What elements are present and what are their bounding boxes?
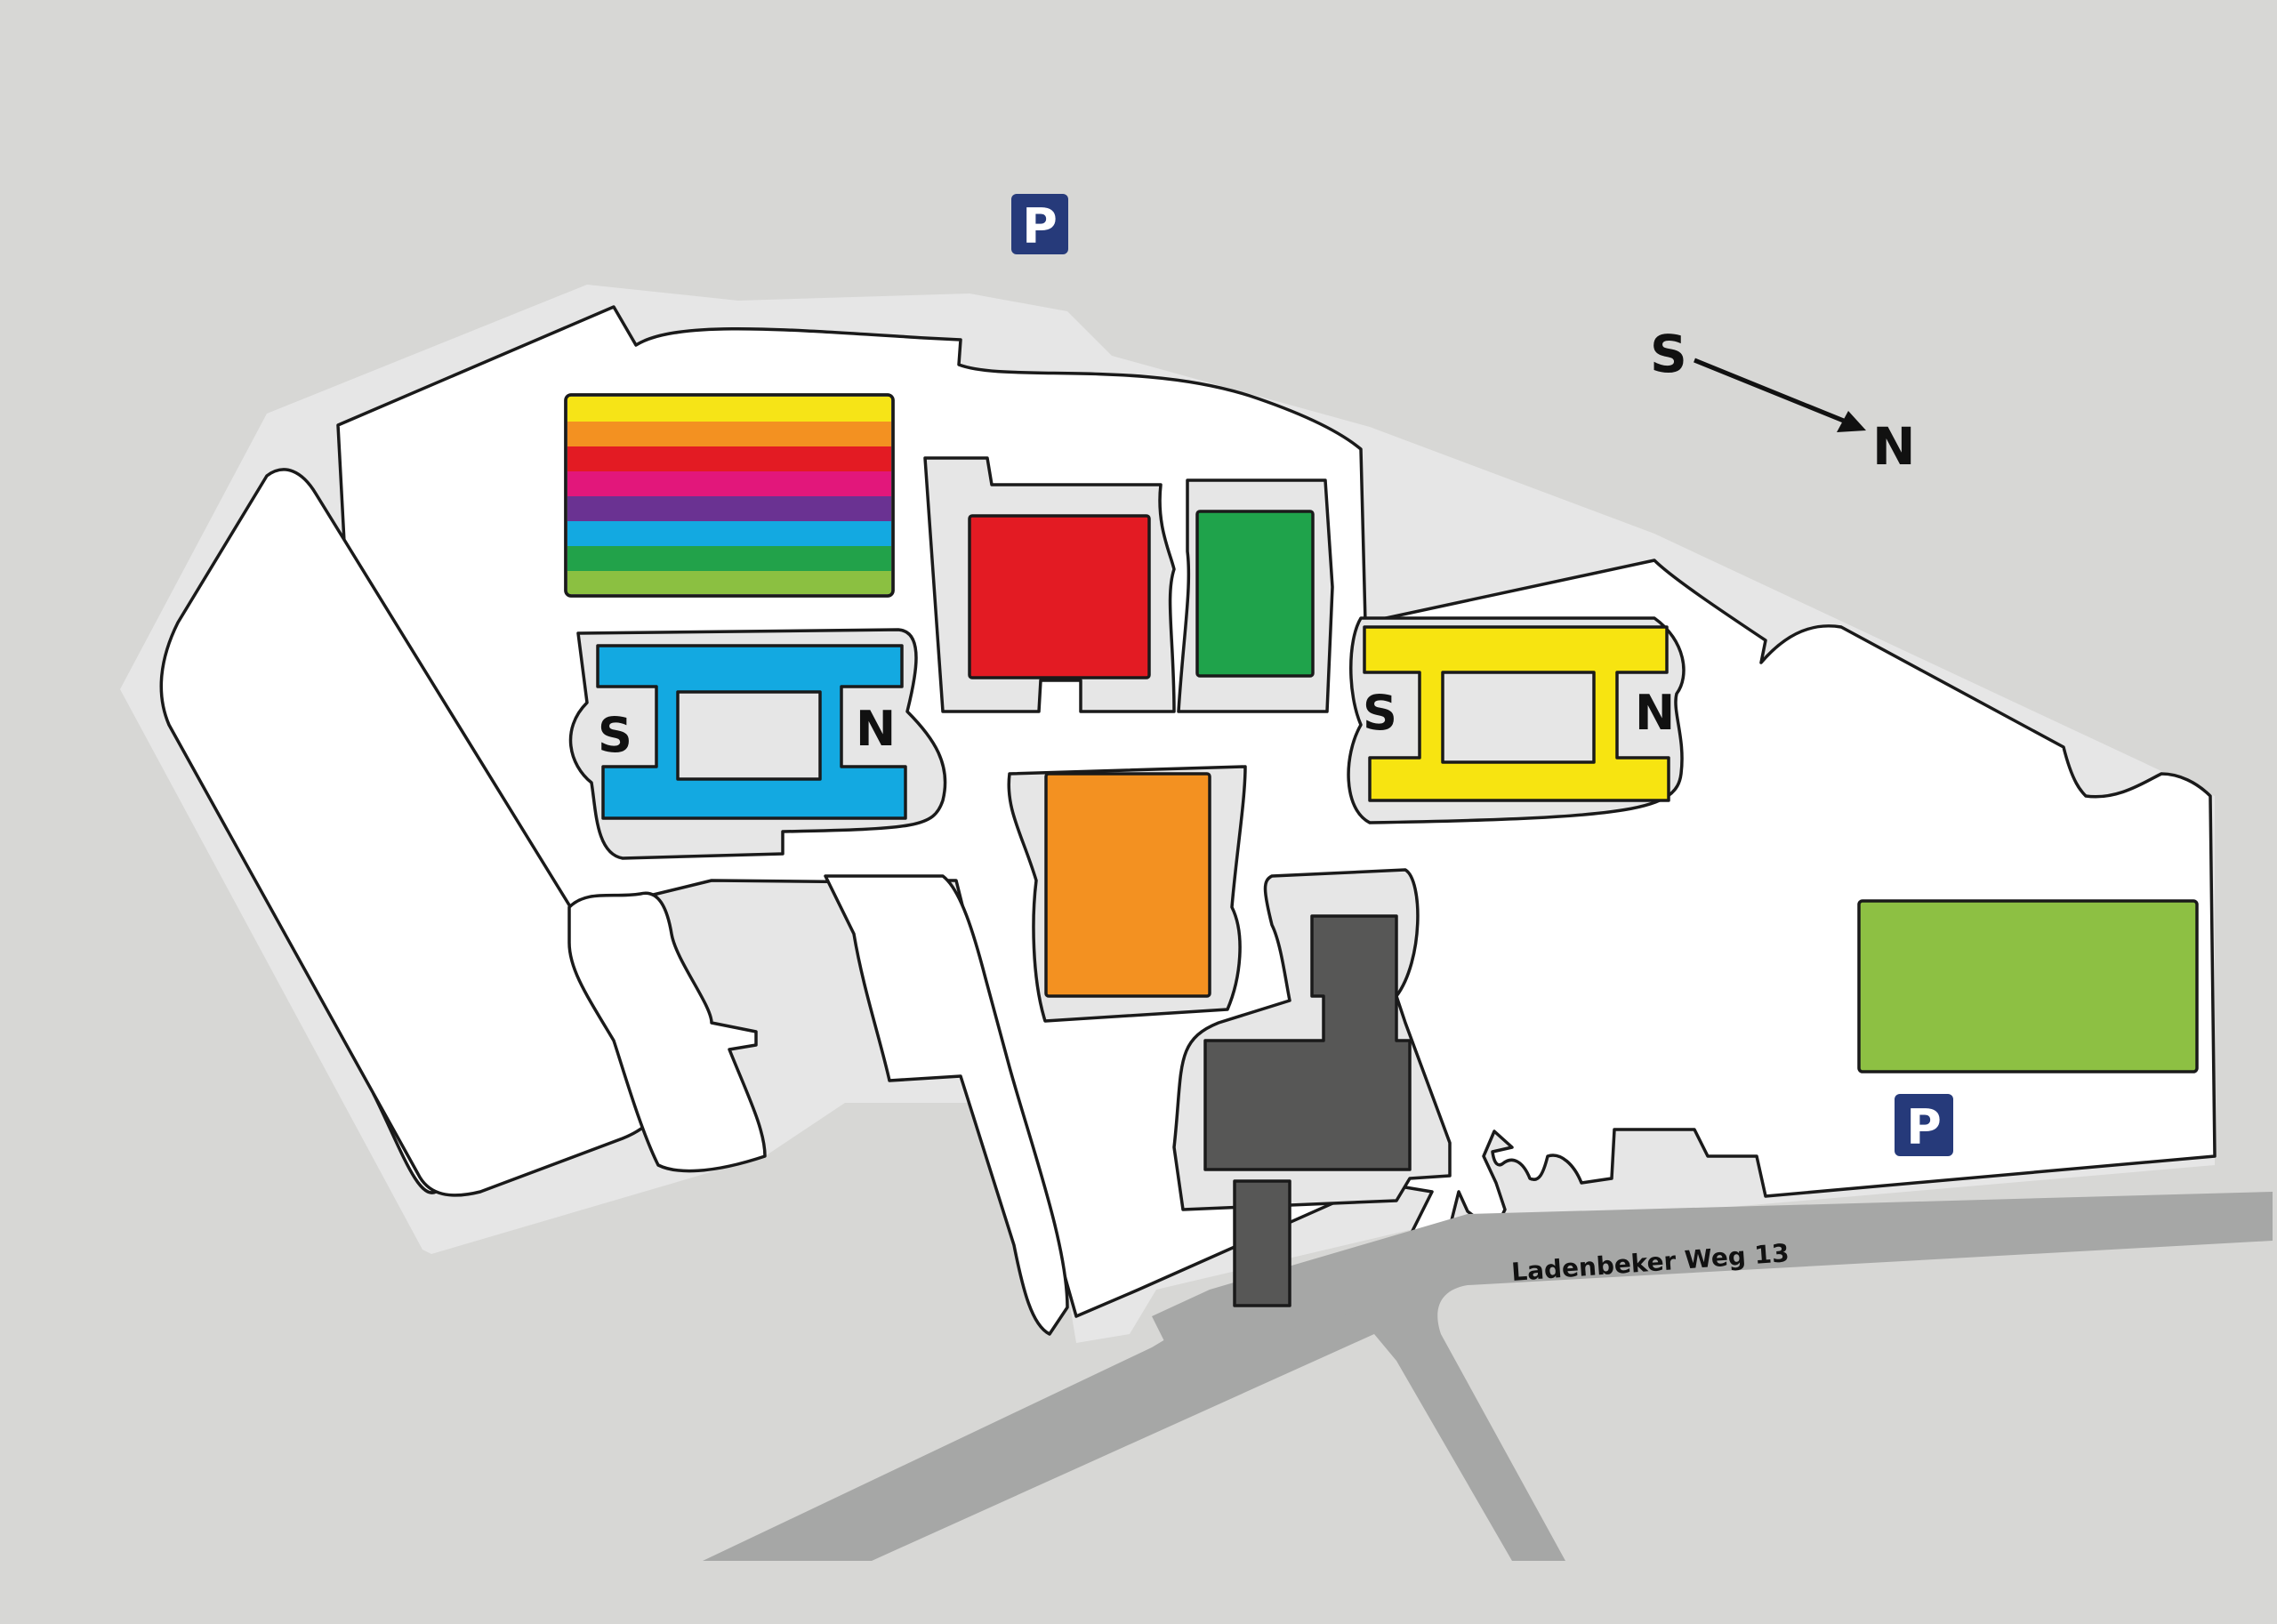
parking-sign-top: P — [1011, 194, 1068, 254]
compass-arrowhead — [1837, 411, 1866, 432]
parking-sign-top-label: P — [1022, 198, 1058, 254]
compass: S N — [1650, 324, 1916, 477]
road-main — [703, 1192, 2273, 1561]
compass-north-label: N — [1872, 416, 1916, 477]
blue-hall-south-label: S — [598, 707, 632, 763]
rainbow-building — [564, 393, 895, 598]
yellow-hall-south-label: S — [1363, 685, 1397, 741]
arrow-right-down-icon — [1694, 358, 1855, 428]
blue-hall-north-label: N — [856, 701, 896, 757]
red-building — [968, 514, 1151, 679]
lower-parcel-b — [824, 874, 1069, 1336]
compass-south-label: S — [1650, 324, 1687, 384]
parking-sign-bottom-label: P — [1906, 1099, 1942, 1155]
blue-hall — [596, 644, 907, 820]
green-building — [1195, 510, 1315, 678]
left-lobe-area — [159, 468, 669, 1197]
parking-sign-icon — [1895, 1094, 1953, 1156]
dark-building-annex — [1233, 1179, 1291, 1307]
yellow-hall — [1363, 625, 1670, 802]
yellow-hall-north-label: N — [1635, 685, 1675, 741]
dark-building — [1203, 914, 1412, 1171]
lower-parcel-a — [567, 891, 767, 1173]
lime-green-area — [1857, 899, 2199, 1073]
parking-sign-bottom: P — [1895, 1094, 1953, 1156]
road-junction-fill — [1152, 1214, 1472, 1361]
parking-sign-icon — [1011, 194, 1068, 254]
orange-building — [1044, 772, 1211, 998]
